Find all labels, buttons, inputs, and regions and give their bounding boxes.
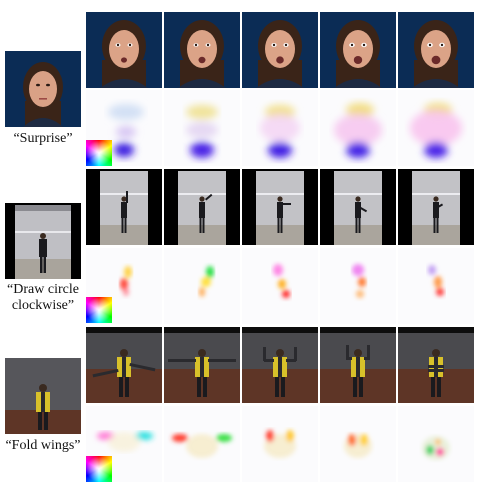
- color-wheel-icon: [86, 140, 112, 166]
- color-wheel-icon: [86, 456, 112, 482]
- video-frame: [164, 12, 240, 88]
- optical-flow-map: [320, 406, 396, 482]
- video-frame: [320, 12, 396, 88]
- optical-flow-map: [242, 406, 318, 482]
- video-frame: [86, 169, 162, 245]
- caption-surprise: “Surprise”: [13, 131, 73, 146]
- optical-flow-map: [242, 248, 318, 324]
- optical-flow-map: [164, 406, 240, 482]
- optical-flow-map: [164, 248, 240, 324]
- caption-fold-wings: “Fold wings”: [5, 438, 81, 453]
- reference-frame-surprise: [5, 51, 81, 127]
- person-vest-icon: [5, 358, 81, 434]
- video-frame: [398, 12, 474, 88]
- optical-flow-map: [320, 90, 396, 166]
- video-frame: [320, 327, 396, 403]
- caption-draw-circle: “Draw circle clockwise”: [7, 282, 79, 313]
- optical-flow-map: [320, 248, 396, 324]
- video-frame: [398, 169, 474, 245]
- optical-flow-map: [398, 248, 474, 324]
- video-frame: [242, 169, 318, 245]
- person-standing-icon: [15, 205, 71, 279]
- video-frame: [164, 169, 240, 245]
- video-frame: [320, 169, 396, 245]
- face-portrait-icon: [23, 62, 63, 127]
- video-frame: [398, 327, 474, 403]
- video-frame: [86, 12, 162, 88]
- video-frame: [242, 12, 318, 88]
- reference-frame-fold-wings: [5, 358, 81, 434]
- reference-frame-draw-circle: [5, 203, 81, 279]
- video-frame: [164, 327, 240, 403]
- optical-flow-map: [398, 406, 474, 482]
- optical-flow-map: [242, 90, 318, 166]
- video-frame: [242, 327, 318, 403]
- color-wheel-icon: [86, 297, 112, 323]
- optical-flow-map: [164, 90, 240, 166]
- optical-flow-map: [398, 90, 474, 166]
- video-frame: [86, 327, 162, 403]
